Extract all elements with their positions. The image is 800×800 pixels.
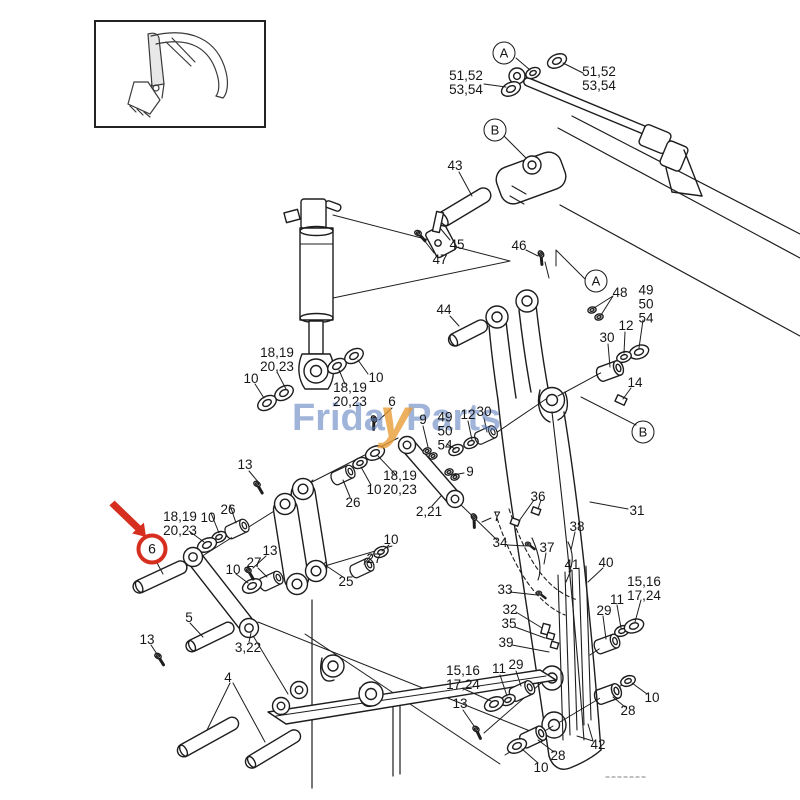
- bolt-46: [533, 248, 550, 279]
- link-2-21: [366, 341, 652, 529]
- clevis-b: [495, 151, 567, 205]
- key-45: [411, 210, 445, 243]
- pin-44: [447, 319, 489, 347]
- pin-6: [132, 560, 188, 594]
- arm-31: [485, 289, 602, 770]
- bucket-cylinder: [254, 198, 367, 415]
- thumbnail-sketch: [127, 32, 229, 118]
- rod-assembly: [498, 50, 703, 197]
- leader-lines: [150, 57, 648, 764]
- pin-5: [151, 621, 235, 667]
- link-3-22: [182, 546, 260, 639]
- nuts-48: [586, 305, 605, 322]
- bucket-bracket: [176, 654, 557, 769]
- idler-link-25: [194, 442, 391, 597]
- thumbnail-box: [94, 20, 266, 128]
- highlight-arrow: [109, 500, 146, 537]
- arm-small-parts: [509, 394, 628, 650]
